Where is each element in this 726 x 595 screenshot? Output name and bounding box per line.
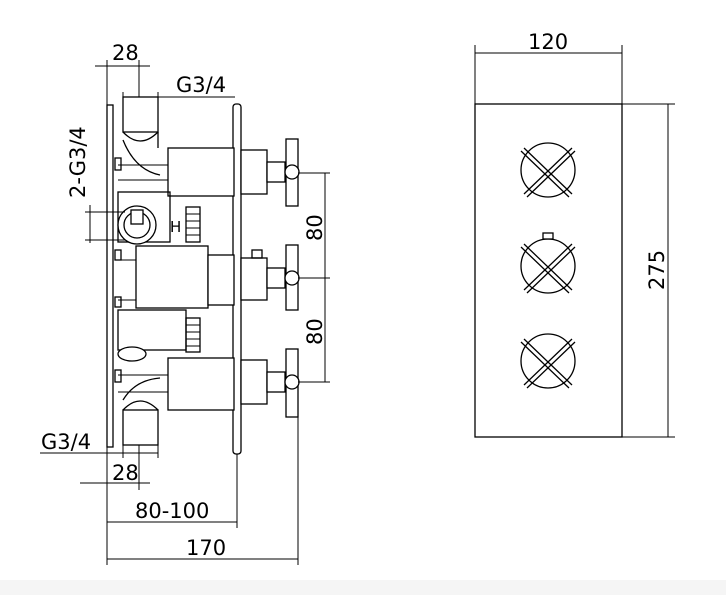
handle-bottom bbox=[520, 333, 576, 389]
handle-middle bbox=[520, 232, 576, 294]
bottom-thread-label: G3/4 bbox=[41, 430, 91, 454]
side-view: H bbox=[40, 41, 330, 565]
side-threads-label: 2-G3/4 bbox=[66, 126, 90, 198]
lower-valve bbox=[114, 348, 300, 418]
top-offset-label: 28 bbox=[112, 41, 139, 65]
spacing-lower-label: 80 bbox=[303, 318, 327, 345]
dim-front-height: 275 bbox=[622, 103, 675, 438]
top-thread-label: G3/4 bbox=[176, 73, 226, 97]
front-height-label: 275 bbox=[645, 250, 669, 290]
hot-mark: H bbox=[170, 218, 181, 236]
overall-depth-label: 170 bbox=[186, 536, 226, 560]
front-width-label: 120 bbox=[528, 30, 568, 54]
dim-front-width: 120 bbox=[474, 30, 623, 104]
hot-inlet: H bbox=[117, 191, 201, 245]
lower-connector bbox=[117, 309, 201, 362]
top-inlet bbox=[122, 96, 161, 176]
dim-overall-depth: 170 bbox=[107, 417, 299, 565]
dim-top-28: 28 bbox=[95, 41, 150, 105]
middle-valve bbox=[114, 244, 300, 311]
dim-top-thread: G3/4 bbox=[122, 73, 235, 98]
bottom-strip bbox=[0, 580, 726, 595]
dim-bottom-28: 28 bbox=[80, 445, 150, 490]
dim-spacing: 80 80 bbox=[298, 172, 330, 383]
front-plate bbox=[474, 103, 623, 438]
dim-side-threads: 2-G3/4 bbox=[66, 126, 125, 243]
bottom-offset-label: 28 bbox=[112, 461, 139, 485]
upper-valve bbox=[114, 138, 300, 207]
bottom-outlet bbox=[122, 377, 161, 446]
handle-top bbox=[520, 142, 576, 198]
dim-bottom-thread: G3/4 bbox=[40, 430, 159, 458]
spacing-upper-label: 80 bbox=[303, 214, 327, 241]
depth-range-label: 80-100 bbox=[135, 499, 209, 523]
front-view: 120 275 bbox=[474, 30, 675, 438]
wall-plate bbox=[106, 104, 114, 448]
dim-depth-range: 80-100 bbox=[107, 454, 238, 528]
